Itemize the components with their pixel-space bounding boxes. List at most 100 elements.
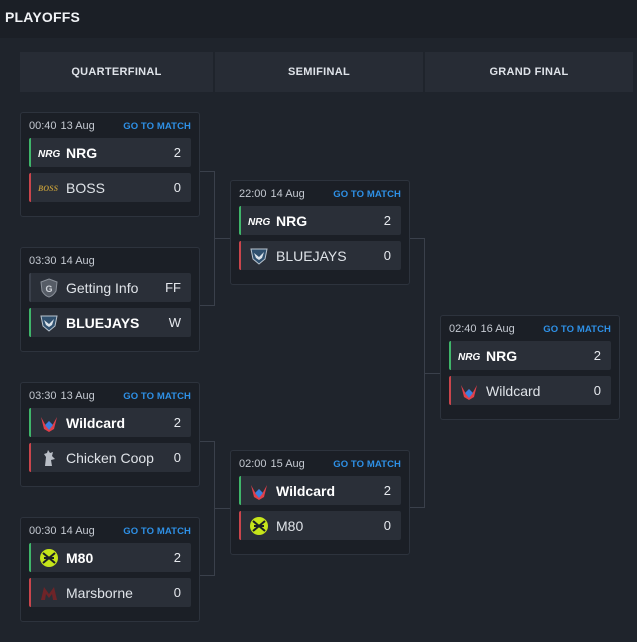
team-row[interactable]: NRG NRG 2 xyxy=(449,341,611,370)
marsborne-logo-icon xyxy=(38,582,60,604)
team-row[interactable]: Wildcard 2 xyxy=(29,408,191,437)
team-row[interactable]: M80 0 xyxy=(239,511,401,540)
match-time-value: 00:40 xyxy=(29,120,57,132)
team-score: 2 xyxy=(173,415,181,430)
team-score: 2 xyxy=(383,213,391,228)
team-name: NRG xyxy=(66,144,98,161)
nrg-logo-icon: NRG xyxy=(248,210,270,232)
wildcard-logo-icon xyxy=(38,412,60,434)
team-row[interactable]: NRG NRG 2 xyxy=(239,206,401,235)
bracket-connector xyxy=(200,441,215,576)
svg-text:G: G xyxy=(45,284,52,294)
nrg-logo-icon: NRG xyxy=(458,345,480,367)
go-to-match-link[interactable]: GO TO MATCH xyxy=(333,459,401,470)
match-time-value: 02:40 xyxy=(449,323,477,335)
m80-logo-icon xyxy=(38,547,60,569)
wildcard-logo-icon xyxy=(248,480,270,502)
team-name: Chicken Coop xyxy=(66,449,154,466)
team-score: 0 xyxy=(383,248,391,263)
column-header-quarterfinal: QUARTERFINAL xyxy=(20,52,213,92)
team-name: BLUEJAYS xyxy=(276,247,347,264)
nrg-logo-icon: NRG xyxy=(38,142,60,164)
svg-text:BOSS: BOSS xyxy=(38,184,59,193)
bracket-connector xyxy=(215,238,230,239)
match-time-value: 03:30 xyxy=(29,255,57,267)
svg-text:NRG: NRG xyxy=(248,217,270,227)
team-row[interactable]: BLUEJAYS W xyxy=(29,308,191,337)
match-time-value: 00:30 xyxy=(29,525,57,537)
team-score: 2 xyxy=(593,348,601,363)
m80-logo-icon xyxy=(248,515,270,537)
team-score: W xyxy=(168,315,181,330)
match-time-value: 02:00 xyxy=(239,458,267,470)
team-name: Wildcard xyxy=(276,482,335,499)
team-name: Wildcard xyxy=(486,382,541,399)
match-date: 13 Aug xyxy=(60,390,95,402)
bracket-connector xyxy=(410,238,425,508)
team-score: FF xyxy=(165,280,181,295)
team-name: BOSS xyxy=(66,179,105,196)
go-to-match-link[interactable]: GO TO MATCH xyxy=(333,189,401,200)
page-title: PLAYOFFS xyxy=(5,9,80,25)
team-row[interactable]: BOSS BOSS 0 xyxy=(29,173,191,202)
team-score: 2 xyxy=(173,550,181,565)
team-score: 0 xyxy=(173,585,181,600)
wildcard-logo-icon xyxy=(458,380,480,402)
match-date: 14 Aug xyxy=(270,188,305,200)
team-name: Wildcard xyxy=(66,414,125,431)
team-row[interactable]: Wildcard 2 xyxy=(239,476,401,505)
go-to-match-link[interactable]: GO TO MATCH xyxy=(123,121,191,132)
team-row[interactable]: BLUEJAYS 0 xyxy=(239,241,401,270)
team-score: 2 xyxy=(383,483,391,498)
go-to-match-link[interactable]: GO TO MATCH xyxy=(123,391,191,402)
team-name: NRG xyxy=(276,212,308,229)
go-to-match-link[interactable]: GO TO MATCH xyxy=(123,526,191,537)
team-name: M80 xyxy=(66,549,94,566)
team-name: M80 xyxy=(276,517,304,534)
match-date: 15 Aug xyxy=(270,458,305,470)
match-time-value: 22:00 xyxy=(239,188,267,200)
match-date: 14 Aug xyxy=(60,525,95,537)
team-score: 0 xyxy=(383,518,391,533)
match-date: 13 Aug xyxy=(60,120,95,132)
column-header-semifinal: SEMIFINAL xyxy=(215,52,423,92)
team-name: Getting Info xyxy=(66,279,139,296)
column-header-grand-final: GRAND FINAL xyxy=(425,52,633,92)
getting-info-logo-icon: G xyxy=(38,277,60,299)
bracket-connector xyxy=(200,171,215,306)
team-row[interactable]: Wildcard 0 xyxy=(449,376,611,405)
bracket-connector xyxy=(215,508,230,509)
bluejays-logo-icon xyxy=(38,312,60,334)
team-name: BLUEJAYS xyxy=(66,314,140,331)
bracket-connector xyxy=(425,373,440,374)
svg-text:NRG: NRG xyxy=(38,149,60,159)
team-score: 0 xyxy=(173,450,181,465)
team-row[interactable]: Chicken Coop 0 xyxy=(29,443,191,472)
team-score: 0 xyxy=(593,383,601,398)
match-time-value: 03:30 xyxy=(29,390,57,402)
match-date: 14 Aug xyxy=(60,255,95,267)
go-to-match-link[interactable]: GO TO MATCH xyxy=(543,324,611,335)
bluejays-logo-icon xyxy=(248,245,270,267)
match-date: 16 Aug xyxy=(480,323,515,335)
team-score: 0 xyxy=(173,180,181,195)
team-row[interactable]: M80 2 xyxy=(29,543,191,572)
team-row[interactable]: G Getting Info FF xyxy=(29,273,191,302)
team-name: NRG xyxy=(486,347,518,364)
